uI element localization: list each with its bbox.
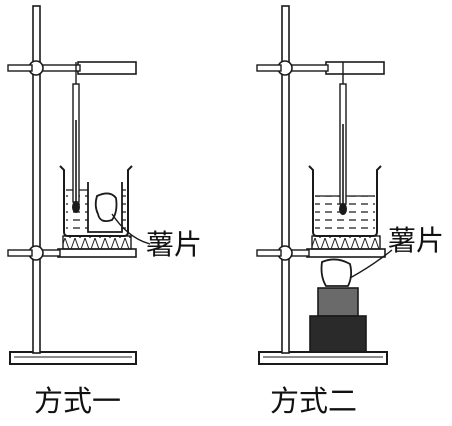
left-support-plate [57, 248, 137, 258]
left-upper-clamp-arm [39, 64, 81, 72]
left-callout-leader [111, 213, 151, 245]
right-support-plate [306, 248, 386, 258]
right-upper-clamp-arm [288, 64, 329, 72]
right-holder-block [309, 315, 367, 353]
left-thermometer-bulb [72, 201, 80, 213]
right-beaker [308, 165, 382, 237]
left-upper-clamp-bar [77, 61, 137, 75]
right-caption: 方式二 [270, 384, 357, 418]
right-upper-clamp-bar [325, 61, 385, 75]
left-stand-rod [32, 5, 41, 354]
right-callout-label: 薯片 [388, 224, 444, 257]
right-callout-leader [349, 249, 393, 279]
left-chip-sample [94, 192, 118, 223]
right-stand-rod [281, 5, 290, 354]
left-apparatus: 薯片 方式一 [7, 5, 202, 418]
left-caption: 方式一 [34, 384, 121, 418]
left-callout-label: 薯片 [146, 228, 202, 261]
left-lower-clamp-screw [7, 249, 33, 257]
right-lower-clamp-screw [256, 249, 282, 257]
right-upper-clamp-screw [256, 64, 282, 72]
right-wire-gauze [311, 235, 381, 250]
right-stand-base [258, 351, 388, 365]
left-wire-gauze [62, 235, 132, 250]
right-chip-sample [320, 258, 353, 287]
right-holder-top [317, 287, 359, 317]
right-thermometer-bulb [339, 203, 347, 215]
right-apparatus: 薯片 方式二 [256, 5, 444, 418]
left-stand-base [9, 351, 137, 365]
left-upper-clamp-screw [7, 64, 33, 72]
